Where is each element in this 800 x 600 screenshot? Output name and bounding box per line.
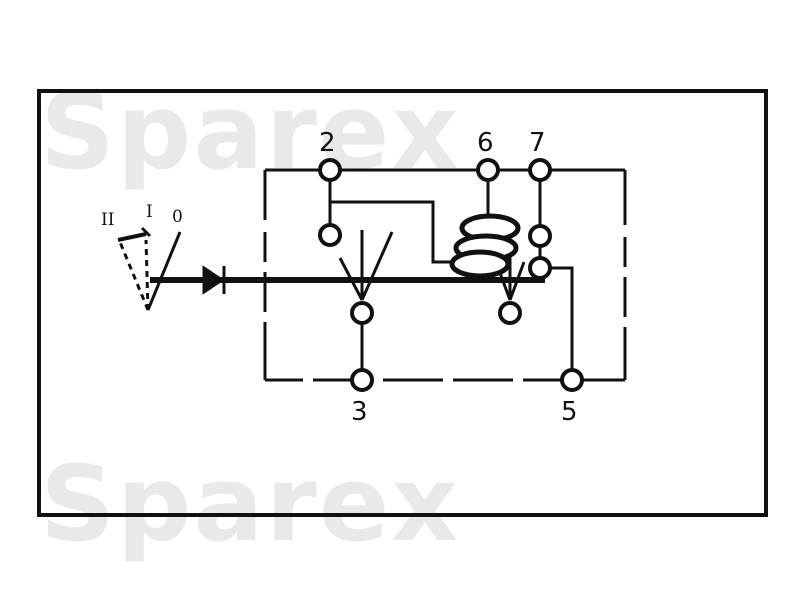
terminal-nodes bbox=[318, 158, 584, 392]
terminal-3-node bbox=[350, 368, 374, 392]
switch-lever bbox=[117, 226, 182, 311]
contact-node-3 bbox=[350, 301, 374, 325]
contact-node-7 bbox=[528, 224, 552, 248]
terminal-label-6: 6 bbox=[477, 128, 494, 158]
contact-node-2 bbox=[318, 223, 342, 247]
diagram-frame bbox=[37, 89, 768, 517]
terminal-label-5: 5 bbox=[561, 397, 578, 427]
terminal-6-node bbox=[476, 158, 500, 182]
terminal-label-3: 3 bbox=[351, 397, 368, 427]
terminal-5-node bbox=[560, 368, 584, 392]
contact-arms-left bbox=[338, 230, 394, 301]
terminal-2-node bbox=[318, 158, 342, 182]
position-label-one: I bbox=[146, 202, 153, 222]
contact-node-relay bbox=[498, 301, 522, 325]
terminal-label-7: 7 bbox=[529, 128, 546, 158]
position-label-zero: 0 bbox=[172, 207, 183, 227]
position-label-two: II bbox=[101, 210, 114, 230]
relay-coil bbox=[449, 213, 521, 279]
terminal-7-node bbox=[528, 158, 552, 182]
terminal-label-2: 2 bbox=[319, 128, 336, 158]
watermark-bottom: Sparex bbox=[40, 443, 460, 565]
diode-symbol bbox=[202, 265, 226, 295]
contact-node-5 bbox=[528, 256, 552, 280]
